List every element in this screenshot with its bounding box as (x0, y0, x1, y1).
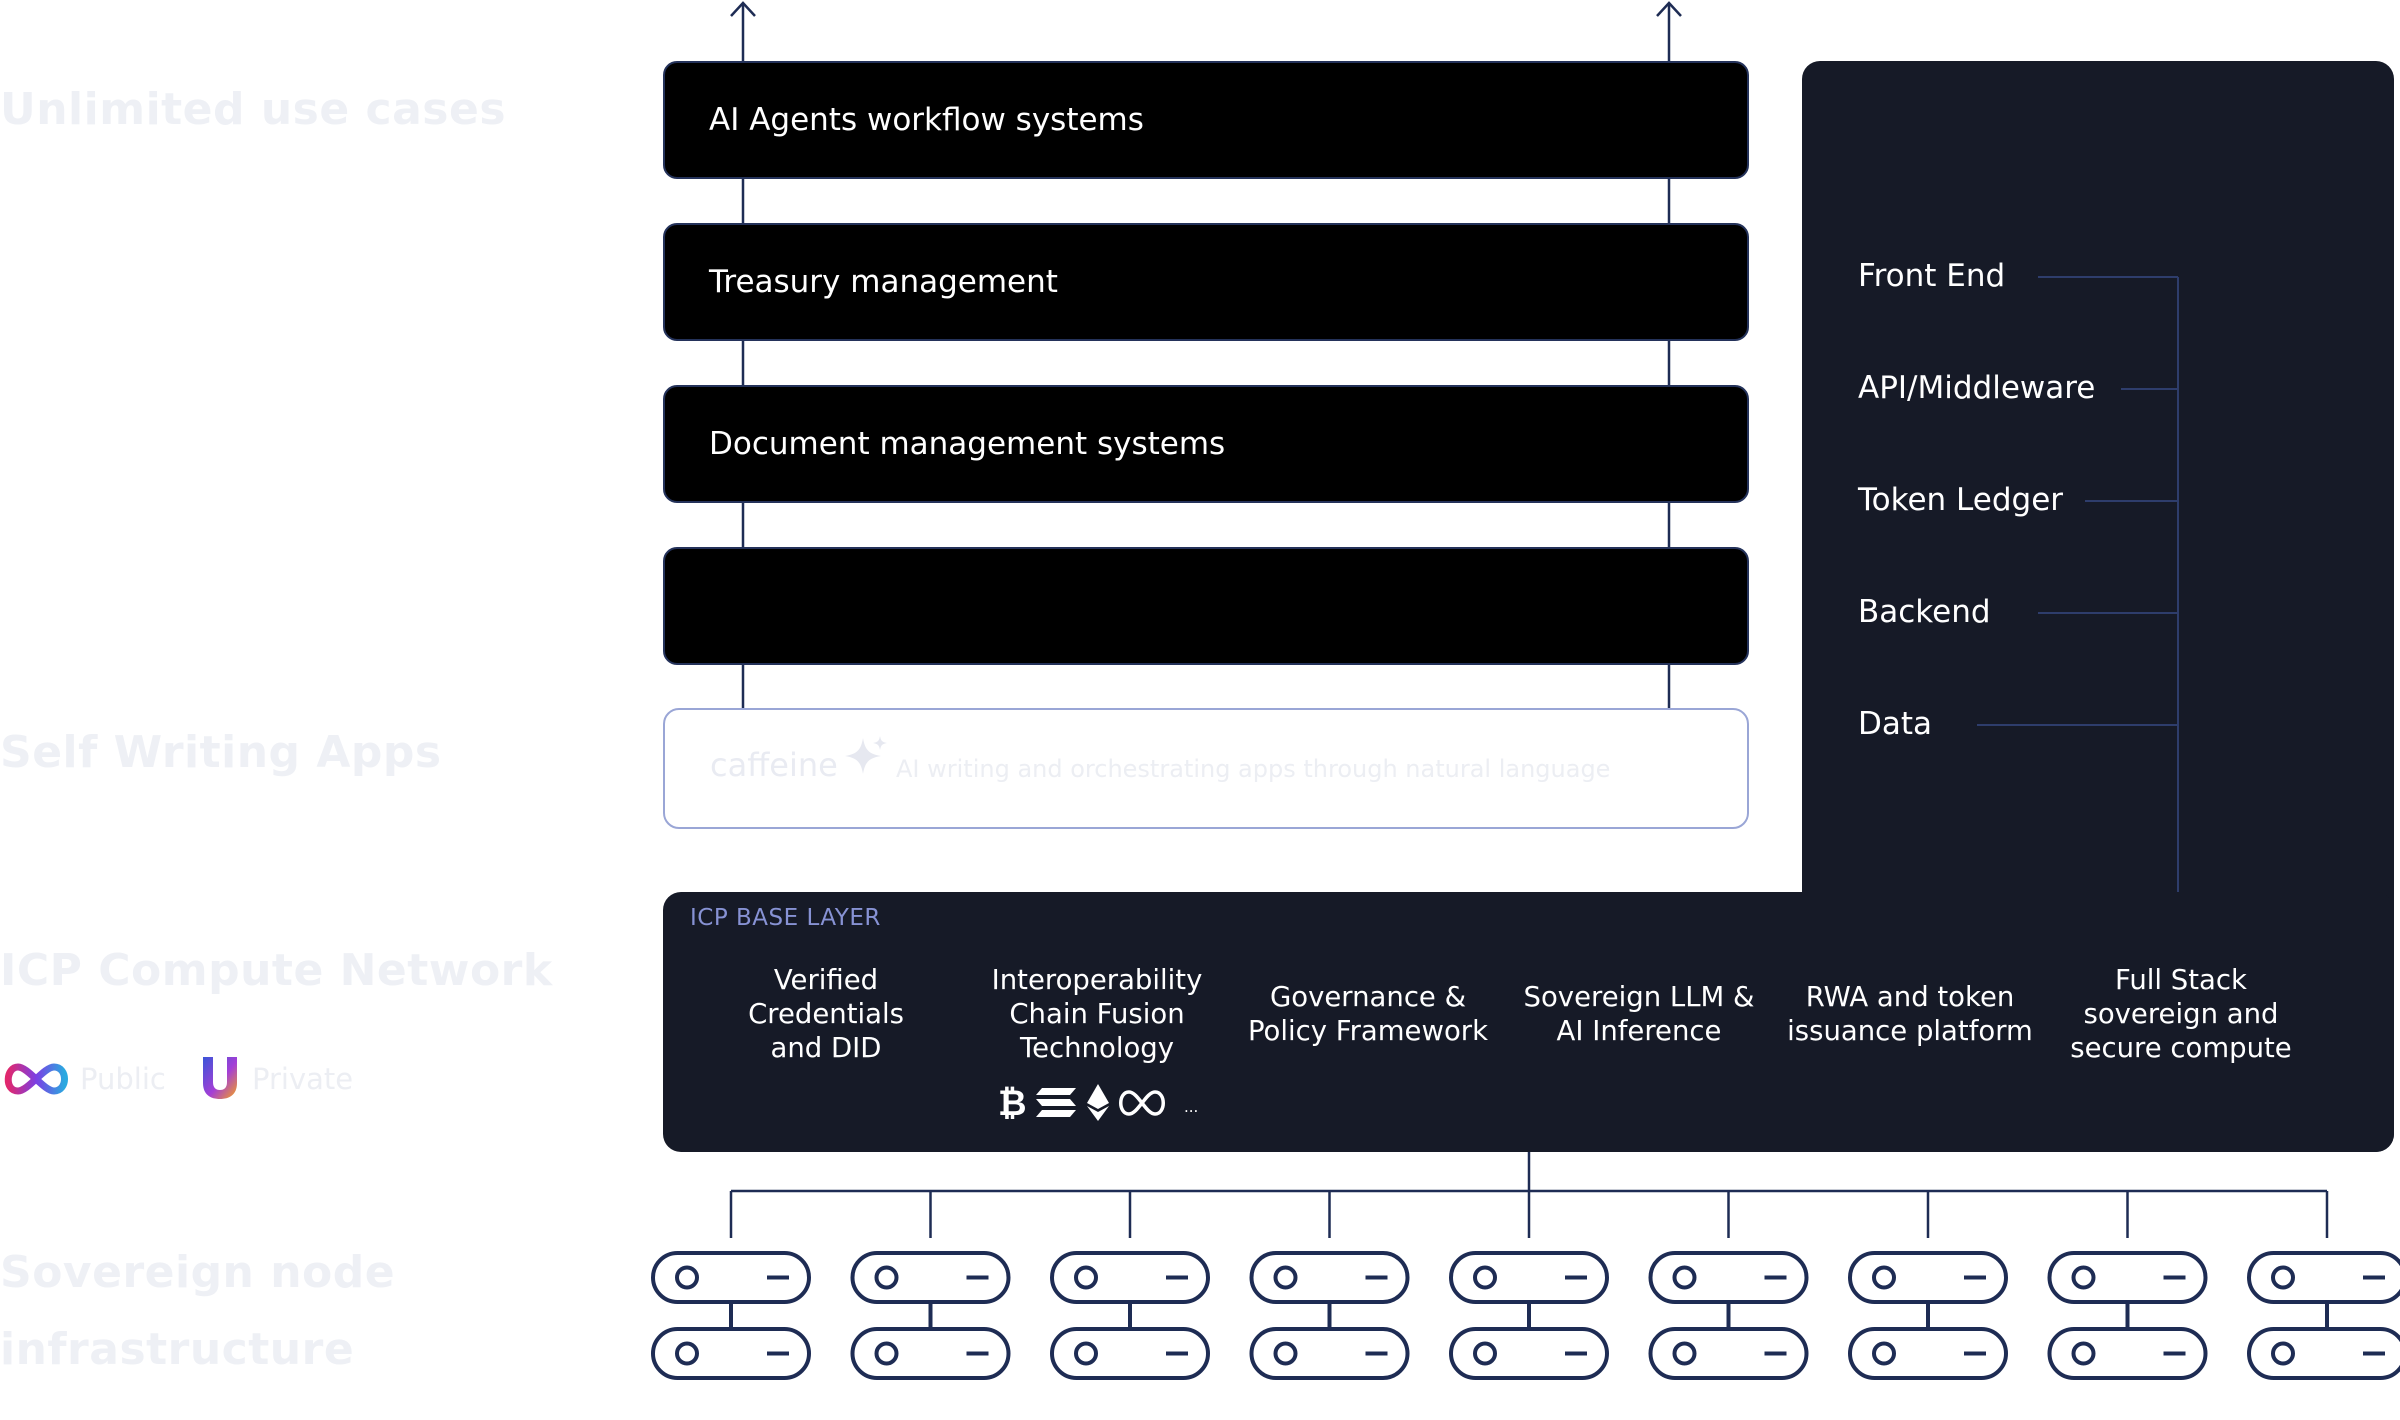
server-light-icon (675, 1265, 699, 1290)
server-unit (2247, 1327, 2400, 1380)
capability-line: Full Stack (2115, 964, 2247, 996)
bitcoin-icon: ₿ (998, 1084, 1027, 1122)
usecase-label: AI Agents workflow systems (709, 102, 1144, 138)
server-light-icon (1273, 1265, 1298, 1290)
server-unit (1050, 1327, 1210, 1380)
base-layer-title: ICP BASE LAYER (690, 905, 881, 931)
stack-item-front-end: Front End (1858, 258, 2006, 294)
capability-line: and DID (770, 1032, 882, 1064)
capability-line: AI Inference (1556, 1015, 1722, 1047)
server-light-icon (1872, 1265, 1896, 1290)
server-light-icon (2271, 1341, 2295, 1366)
section-label-sovereign-node-line1: Sovereign node (0, 1247, 396, 1298)
stack-item-data: Data (1858, 706, 1933, 742)
server-unit (850, 1327, 1011, 1380)
caffeine-description: AI writing and orchestrating apps throug… (896, 755, 1611, 783)
server-light-icon (874, 1341, 899, 1366)
server-light-icon (1074, 1341, 1098, 1366)
capability-line: Credentials (748, 998, 904, 1030)
ethereum-icon (1087, 1084, 1109, 1121)
usecase-label: Treasury management (709, 264, 1058, 300)
server-light-icon (1672, 1341, 1697, 1366)
capability-governance: Governance & Policy Framework (1238, 980, 1498, 1048)
chain-icons-row: ₿ ... (998, 1084, 1198, 1122)
capability-full-stack-compute: Full Stack sovereign and secure compute (2051, 963, 2311, 1065)
legend-private-label: Private (252, 1062, 354, 1096)
capability-sovereign-llm: Sovereign LLM & AI Inference (1509, 980, 1769, 1048)
server-unit (1648, 1327, 1809, 1380)
capability-line: sovereign and (2083, 998, 2279, 1030)
section-label-self-writing-apps: Self Writing Apps (0, 727, 442, 778)
stack-item-token-ledger: Token Ledger (1858, 482, 2064, 518)
server-light-icon (2071, 1265, 2096, 1290)
chain-more-text: ... (1184, 1098, 1198, 1116)
capability-line: secure compute (2070, 1032, 2292, 1064)
section-label-sovereign-node-line2: infrastructure (0, 1324, 355, 1375)
server-light-icon (1074, 1265, 1098, 1290)
capability-line: Chain Fusion (1009, 998, 1185, 1030)
server-light-icon (1273, 1341, 1298, 1366)
capability-line: Governance & (1269, 981, 1467, 1013)
server-light-icon (1872, 1341, 1896, 1366)
capability-rwa-token: RWA and token issuance platform (1780, 980, 2040, 1048)
solana-icon (1036, 1088, 1076, 1117)
capability-verified-credentials: Verified Credentials and DID (696, 963, 956, 1065)
private-u-logo-icon (203, 1057, 237, 1099)
usecase-card (663, 547, 1749, 665)
caffeine-card: caffeine AI writing and orchestrating ap… (663, 708, 1749, 829)
server-light-icon (1473, 1265, 1497, 1290)
server-light-icon (675, 1341, 699, 1366)
server-light-icon (1473, 1341, 1497, 1366)
legend-public-label: Public (80, 1062, 166, 1096)
arrow-head-right-icon (1656, 1, 1682, 17)
server-unit (1249, 1327, 1410, 1380)
server-unit (651, 1327, 811, 1380)
server-unit (1449, 1327, 1609, 1380)
icp-public-infinity-icon (4, 1063, 68, 1095)
server-unit (1848, 1327, 2008, 1380)
icp-base-layer-panel (663, 892, 2394, 1152)
capability-line: Policy Framework (1247, 1015, 1489, 1047)
arrow-head-left-icon (730, 1, 756, 17)
sparkle-icon (845, 736, 887, 774)
svg-text:₿: ₿ (998, 1084, 1027, 1122)
server-light-icon (1672, 1265, 1697, 1290)
usecase-label: Document management systems (709, 426, 1226, 462)
capability-line: Technology (1019, 1032, 1175, 1064)
usecase-card: Treasury management (663, 223, 1749, 341)
usecase-card: AI Agents workflow systems (663, 61, 1749, 179)
capability-line: issuance platform (1787, 1015, 2033, 1047)
usecase-card: Document management systems (663, 385, 1749, 503)
section-label-unlimited-use-cases: Unlimited use cases (0, 84, 507, 135)
caffeine-brand: caffeine (710, 746, 838, 784)
capability-line: Verified (773, 964, 879, 996)
icp-infinity-icon (1119, 1090, 1165, 1116)
stack-item-backend: Backend (1858, 594, 1991, 630)
server-light-icon (2071, 1341, 2096, 1366)
capability-line: RWA and token (1805, 981, 2015, 1013)
capability-line: Sovereign LLM & (1523, 981, 1755, 1013)
stack-item-api-middleware: API/Middleware (1858, 370, 2096, 406)
server-light-icon (2271, 1265, 2295, 1290)
section-label-icp-compute-network: ICP Compute Network (0, 945, 553, 996)
capability-interoperability: Interoperability Chain Fusion Technology (967, 963, 1227, 1065)
server-light-icon (874, 1265, 899, 1290)
server-unit (2047, 1327, 2208, 1380)
capability-line: Interoperability (991, 964, 1203, 996)
